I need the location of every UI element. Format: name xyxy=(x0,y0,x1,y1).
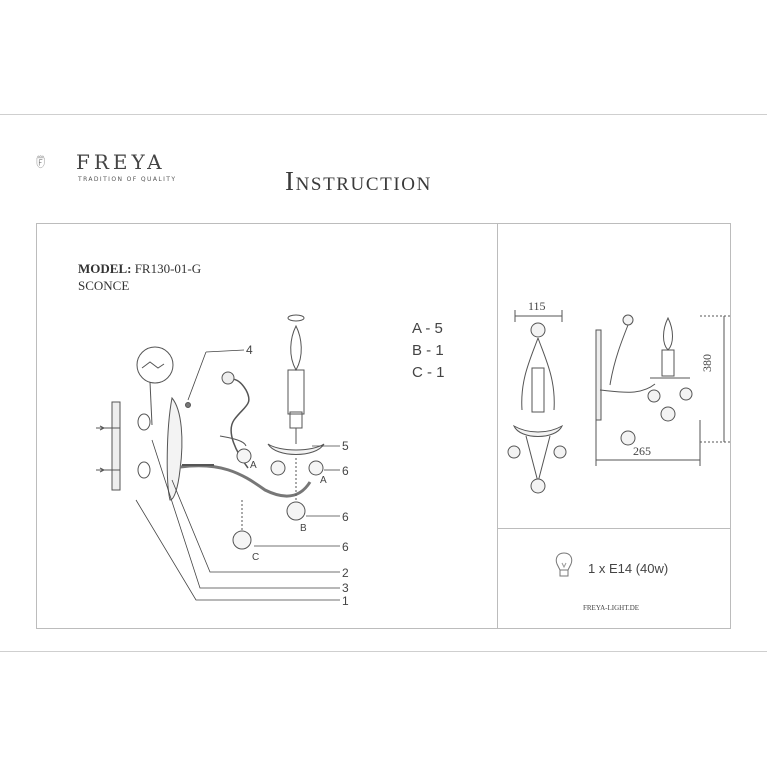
bulb-spec: 1 x E14 (40w) xyxy=(588,561,669,576)
detail-zoom-circle xyxy=(136,346,174,384)
dimension-depth: 265 xyxy=(633,444,651,458)
product-type: SCONCE xyxy=(78,278,130,293)
bulb-panel xyxy=(497,528,731,629)
brand-tagline: TRADITION OF QUALITY xyxy=(78,176,177,183)
dimension-height: 380 xyxy=(700,354,714,372)
parts-list-item: B - 1 xyxy=(412,342,444,359)
model-number: FR130-01-G xyxy=(134,261,202,276)
callout-5: 5 xyxy=(342,439,349,453)
callout-a: A xyxy=(320,475,327,486)
model-line: MODEL: FR130-01-G xyxy=(78,261,201,277)
page-title: Instruction xyxy=(285,166,432,196)
callout-6: 6 xyxy=(342,464,349,478)
back-plate xyxy=(166,396,183,501)
website-url: FREYA-LIGHT.DE xyxy=(583,604,640,612)
dimension-width: 115 xyxy=(528,299,546,313)
brand-name: FREYA xyxy=(76,150,166,174)
crowned-f-crest-icon xyxy=(36,154,45,169)
parts-list-item: A - 5 xyxy=(412,320,443,337)
callout-a: A xyxy=(250,460,257,471)
callout-1: 1 xyxy=(342,594,349,608)
arm xyxy=(179,464,312,498)
light-bulb-icon xyxy=(555,552,573,577)
model-label: MODEL: xyxy=(78,261,132,276)
callout-b: B xyxy=(300,523,307,534)
crystal-drops xyxy=(232,448,324,550)
callout-6: 6 xyxy=(342,510,349,524)
callout-6: 6 xyxy=(342,540,349,554)
parts-list-item: C - 1 xyxy=(412,364,445,381)
callout-c: C xyxy=(252,552,260,563)
candle-bulb xyxy=(290,324,302,372)
mounting-plate xyxy=(111,401,121,491)
callout-4: 4 xyxy=(246,343,253,357)
callout-2: 2 xyxy=(342,566,349,580)
sheet-frame xyxy=(0,114,767,652)
callout-3: 3 xyxy=(342,581,349,595)
